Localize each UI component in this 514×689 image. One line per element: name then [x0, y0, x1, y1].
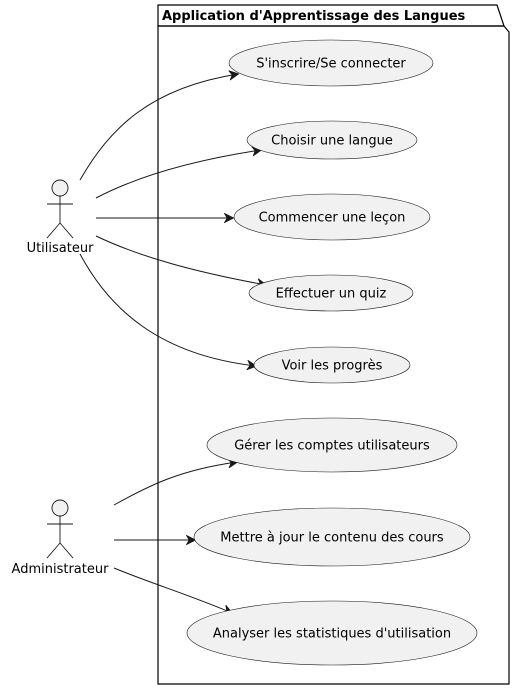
- associations: [79, 74, 266, 613]
- use-case-register-label: S'inscrire/Se connecter: [256, 57, 406, 72]
- use-case-start-lesson-ellipse: [233, 193, 431, 241]
- association-user-take-quiz: [95, 235, 266, 285]
- actor-admin-right-leg: [59, 542, 74, 559]
- use-case-manage-accounts-ellipse: [206, 417, 458, 473]
- use-case-manage-accounts: Gérer les comptes utilisateurs: [206, 417, 458, 473]
- association-admin-analyze-stats: [113, 567, 232, 613]
- actor-user-label: Utilisateur: [27, 241, 95, 256]
- use-case-update-content-ellipse: [193, 507, 471, 567]
- actor-user-head: [51, 179, 69, 197]
- package-title: Application d'Apprentissage des Langues: [162, 9, 466, 24]
- use-case-update-content-label: Mettre à jour le contenu des cours: [220, 531, 444, 546]
- actor-user-right-leg: [59, 222, 74, 239]
- use-case-view-progress-label: Voir les progrès: [282, 359, 383, 374]
- actor-admin-head: [51, 499, 69, 517]
- association-user-view-progress: [79, 253, 256, 366]
- actor-user-left-leg: [46, 222, 61, 239]
- package-frame: Application d'Apprentissage des Langues: [157, 4, 510, 685]
- use-case-take-quiz-label: Effectuer un quiz: [276, 287, 387, 302]
- use-case-manage-accounts-label: Gérer les comptes utilisateurs: [234, 439, 430, 454]
- package-tab: [157, 4, 505, 27]
- use-case-choose-language-label: Choisir une langue: [271, 134, 393, 149]
- use-case-choose-language: Choisir une langue: [246, 120, 418, 160]
- association-user-register: [79, 74, 238, 181]
- use-case-analyze-stats-ellipse: [186, 600, 478, 666]
- use-case-update-content: Mettre à jour le contenu des cours: [193, 507, 471, 567]
- use-case-choose-language-ellipse: [246, 120, 418, 160]
- use-case-view-progress: Voir les progrès: [253, 346, 411, 384]
- association-user-choose-language: [95, 150, 261, 199]
- actor-admin-label: Administrateur: [12, 562, 110, 577]
- use-case-register: S'inscrire/Se connecter: [228, 39, 434, 87]
- use-case-take-quiz-ellipse: [248, 274, 414, 312]
- actor-user: Utilisateur: [27, 179, 95, 256]
- use-case-take-quiz: Effectuer un quiz: [248, 274, 414, 312]
- actor-admin-left-leg: [46, 542, 61, 559]
- association-admin-manage-accounts: [113, 462, 237, 506]
- use-case-analyze-stats-label: Analyser les statistiques d'utilisation: [213, 627, 451, 642]
- use-case-register-ellipse: [228, 39, 434, 87]
- use-case-start-lesson-label: Commencer une leçon: [259, 211, 406, 226]
- actor-admin: Administrateur: [12, 499, 110, 577]
- use-case-view-progress-ellipse: [253, 346, 411, 384]
- use-case-start-lesson: Commencer une leçon: [233, 193, 431, 241]
- use-case-analyze-stats: Analyser les statistiques d'utilisation: [186, 600, 478, 666]
